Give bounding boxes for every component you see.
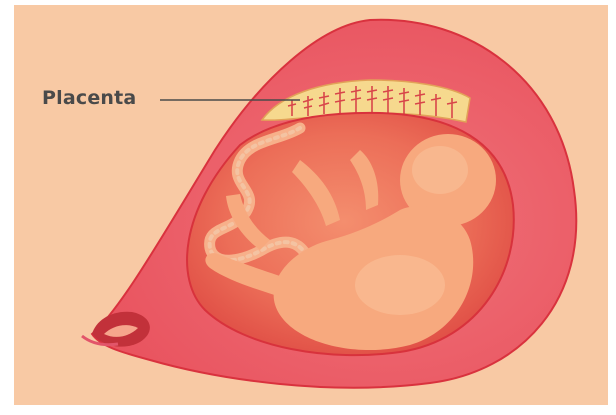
placenta-label: Placenta [42,86,136,110]
